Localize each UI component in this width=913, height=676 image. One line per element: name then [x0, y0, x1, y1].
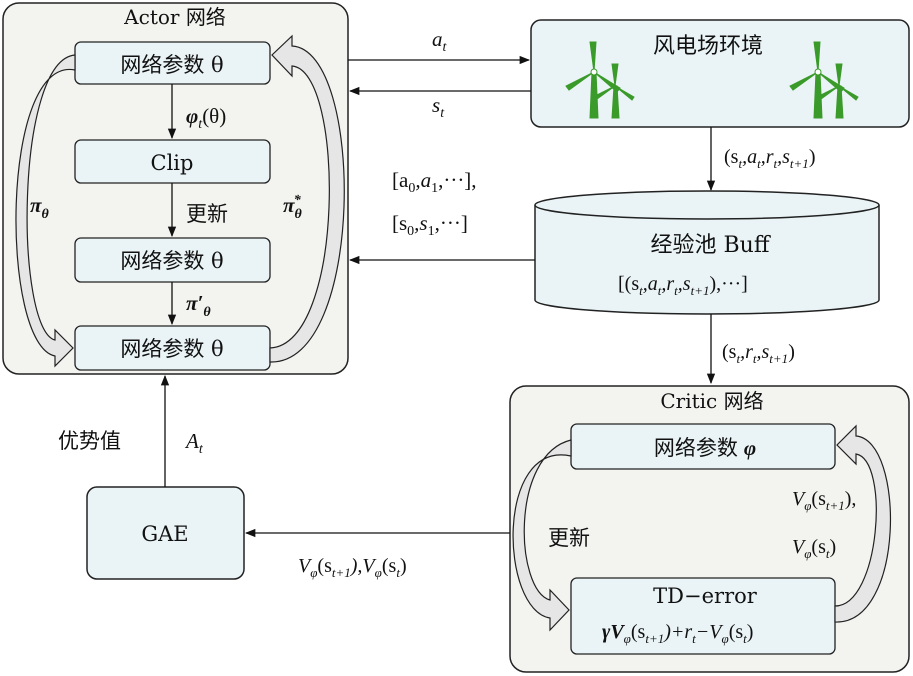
environment-title: 风电场环境 — [653, 34, 763, 59]
label-update-actor: 更新 — [186, 202, 228, 226]
critic-update-label: 更新 — [548, 526, 590, 550]
curved-arrow-right — [269, 34, 345, 363]
label-phi-theta: φt(θ) — [186, 104, 226, 132]
label-critic-transition: (st,rt,st+1) — [722, 341, 795, 366]
label-action: at — [432, 27, 448, 55]
buffer-content: [(st,at,rt,st+1),···] — [618, 273, 748, 298]
label-advantage-sym: At — [184, 429, 204, 457]
label-v-next: Vφ(st+1), — [792, 488, 856, 513]
label-sample-actions: [a0,a1,···], — [392, 168, 477, 196]
buffer-title: 经验池 Buff — [651, 233, 771, 258]
label-gae-values: Vφ(st+1),Vφ(st) — [298, 555, 407, 580]
buffer-cylinder — [534, 190, 880, 315]
label-pi-prime: π′θ — [186, 291, 211, 320]
actor-param-top-label: 网络参数 θ — [120, 53, 223, 77]
label-pi-theta: πθ — [30, 193, 49, 222]
actor-clip-label: Clip — [151, 151, 194, 175]
wind-turbine-icon — [789, 41, 859, 119]
curved-arrow-left — [15, 54, 76, 368]
actor-param-mid-label: 网络参数 θ — [120, 249, 223, 273]
critic-title: Critic 网络 — [660, 389, 763, 413]
label-advantage: 优势值 — [58, 429, 121, 453]
critic-td-formula: γVφ(st+1)+rt−Vφ(st) — [602, 621, 753, 646]
critic-curved-arrow-left — [512, 439, 572, 632]
label-transition: (st,at,rt,st+1) — [724, 146, 815, 171]
actor-title: Actor 网络 — [123, 5, 226, 29]
label-pi-star: πθ* — [283, 193, 302, 222]
label-state: st — [432, 93, 445, 121]
label-sample-states: [s0,s1,···] — [392, 211, 468, 239]
wind-turbine-icon — [565, 41, 635, 119]
actor-param-bottom-label: 网络参数 θ — [120, 337, 223, 361]
label-v-cur: Vφ(st) — [792, 536, 836, 561]
gae-title: GAE — [141, 522, 188, 546]
critic-td-title: TD−error — [653, 584, 758, 608]
critic-curved-arrow-right — [834, 424, 892, 623]
